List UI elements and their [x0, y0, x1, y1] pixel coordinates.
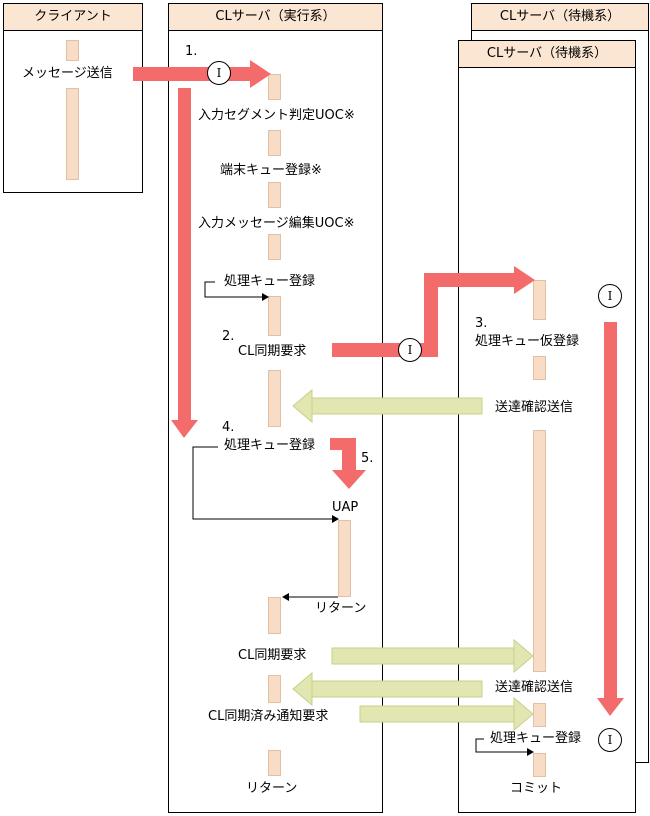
primary-activation-7 — [268, 597, 281, 634]
label-ack-send-2: 送達確認送信 — [495, 680, 574, 695]
connector-proc-queue-1-head — [262, 293, 269, 301]
label-uap: UAP — [332, 500, 359, 515]
arrow-cl-sync-2 — [331, 638, 534, 674]
connector-to-uap-head — [332, 515, 339, 523]
label-proc-queue-1: 処理キュー登録 — [224, 274, 316, 289]
arrow-standby-vertical — [597, 322, 624, 716]
standby-activation-1 — [533, 280, 546, 320]
primary-activation-1 — [268, 74, 281, 100]
label-cl-sync-req-1: CL同期要求 — [238, 344, 307, 359]
primary-activation-8 — [268, 675, 281, 703]
primary-activation-4 — [268, 234, 281, 260]
label-proc-queue-2: 処理キュー登録 — [224, 438, 316, 453]
label-commit: コミット — [510, 781, 563, 796]
label-input-message-uoc: 入力メッセージ編集UOC※ — [198, 216, 355, 231]
connector-return-head — [282, 593, 289, 601]
uap-activation — [338, 520, 351, 597]
connector-proc-queue-3-head — [527, 748, 534, 756]
standby-server-lane-title: CLサーバ（待機系） — [459, 41, 635, 68]
label-send-message: メッセージ送信 — [22, 66, 113, 81]
arrow-primary-vertical — [171, 88, 198, 438]
primary-activation-2 — [268, 130, 281, 156]
standby-server-lane-back-title: CLサーバ（待機系） — [472, 4, 648, 31]
primary-activation-6 — [268, 370, 281, 427]
connector-to-uap — [192, 446, 332, 520]
label-proc-queue-temp: 処理キュー仮登録 — [475, 334, 580, 349]
standby-activation-4 — [533, 703, 546, 727]
arrow-to-uap — [330, 438, 366, 489]
label-return-1: リターン — [315, 601, 367, 616]
label-cl-sync-req-2: CL同期要求 — [238, 648, 307, 663]
label-terminal-queue: 端末キュー登録※ — [220, 163, 322, 178]
label-return-2: リターン — [246, 781, 298, 796]
label-input-segment-uoc: 入力セグメント判定UOC※ — [198, 108, 355, 123]
circle-mark-1: I — [207, 61, 231, 85]
standby-activation-2 — [533, 356, 546, 380]
step-number-4: 4. — [222, 420, 235, 435]
circle-mark-4: I — [598, 728, 622, 752]
step-number-2: 2. — [222, 329, 235, 344]
step-number-1: 1. — [185, 44, 198, 59]
primary-activation-9 — [268, 750, 281, 776]
client-activation-2 — [66, 88, 79, 180]
circle-mark-3: I — [598, 284, 622, 308]
label-ack-send-1: 送達確認送信 — [495, 400, 574, 415]
arrow-message-send — [133, 60, 271, 88]
arrow-ack-send-2 — [292, 671, 483, 707]
connector-proc-queue-3 — [475, 738, 527, 753]
label-cl-sync-done: CL同期済み通知要求 — [208, 709, 329, 724]
circle-mark-2: I — [398, 338, 422, 362]
standby-activation-5 — [533, 753, 546, 777]
arrow-ack-send-1 — [292, 388, 483, 424]
standby-activation-3 — [533, 430, 546, 672]
connector-proc-queue-1 — [204, 281, 262, 298]
client-lane-title: クライアント — [4, 4, 142, 31]
step-number-5: 5. — [361, 451, 374, 466]
primary-activation-3 — [268, 182, 281, 208]
primary-activation-5 — [268, 296, 281, 336]
step-number-3: 3. — [475, 316, 488, 331]
arrow-cl-sync-done — [359, 696, 534, 732]
client-activation-1 — [66, 40, 79, 61]
label-proc-queue-3: 処理キュー登録 — [490, 731, 582, 746]
primary-server-lane-title: CLサーバ（実行系） — [169, 4, 382, 31]
